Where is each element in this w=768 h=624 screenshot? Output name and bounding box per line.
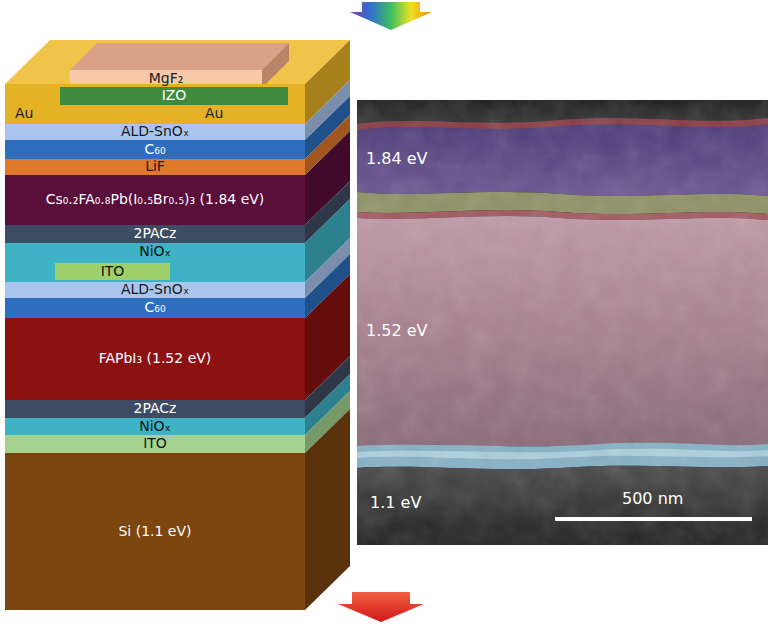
layer-label: ITO: [101, 264, 125, 279]
layer-label: NiOₓ: [139, 419, 171, 434]
layer-band: Au Au IZO: [5, 84, 305, 124]
scale-bar: [555, 517, 752, 521]
bandgap-label: 1.1 eV: [370, 494, 421, 512]
layer-side-face: [305, 409, 350, 610]
layer-label: FAPbI₃ (1.52 eV): [99, 351, 212, 366]
layer-label: Si (1.1 eV): [118, 524, 191, 539]
layer-band: FAPbI₃ (1.52 eV): [5, 318, 305, 400]
layer-label: MgF₂: [149, 71, 184, 86]
layer-label: NiOₓ: [139, 244, 171, 259]
layer-label: IZO: [162, 88, 187, 103]
mgf2-side-face: [262, 43, 289, 88]
layer-label: 2PACz: [134, 401, 177, 416]
layer-band: Si (1.1 eV): [5, 453, 305, 610]
layer-label: Au: [15, 106, 33, 121]
layer-band: C₆₀: [5, 298, 305, 318]
bandgap-label: 1.84 eV: [366, 150, 428, 168]
layer-label: C₆₀: [145, 142, 166, 157]
layer-band: ALD-SnOₓ: [5, 124, 305, 140]
layer-label: ALD-SnOₓ: [121, 124, 189, 139]
layer-label: 2PACz: [134, 226, 177, 241]
layer-label: Cs₀.₂FA₀.₈Pb(I₀.₅Br₀.₅)₃ (1.84 eV): [46, 192, 265, 207]
scale-label: 500 nm: [622, 490, 683, 508]
layer-label: ALD-SnOₓ: [121, 282, 189, 297]
layer-band: C₆₀: [5, 140, 305, 159]
layer-band: ITO: [5, 435, 305, 453]
layer-label: C₆₀: [145, 300, 166, 315]
layer-band: NiOₓITO: [5, 243, 305, 282]
layer-label: LiF: [145, 159, 165, 174]
layer-band: LiF: [5, 159, 305, 175]
layer-label: Au: [205, 106, 223, 121]
layer-band: IZO: [60, 87, 288, 105]
sem-image: [357, 100, 768, 545]
light-arrow: [350, 2, 432, 30]
layer-band: 2PACz: [5, 225, 305, 243]
layer-band: NiOₓ: [5, 418, 305, 435]
mgf2-top-face: [70, 43, 289, 70]
layer-band: Cs₀.₂FA₀.₈Pb(I₀.₅Br₀.₅)₃ (1.84 eV): [5, 175, 305, 225]
layer-band: 2PACz: [5, 400, 305, 418]
bandgap-label: 1.52 eV: [366, 322, 428, 340]
light-arrow: [338, 592, 424, 622]
layer-band: ITO: [55, 263, 170, 280]
layer-band: ALD-SnOₓ: [5, 282, 305, 298]
layer-label: ITO: [143, 436, 167, 451]
